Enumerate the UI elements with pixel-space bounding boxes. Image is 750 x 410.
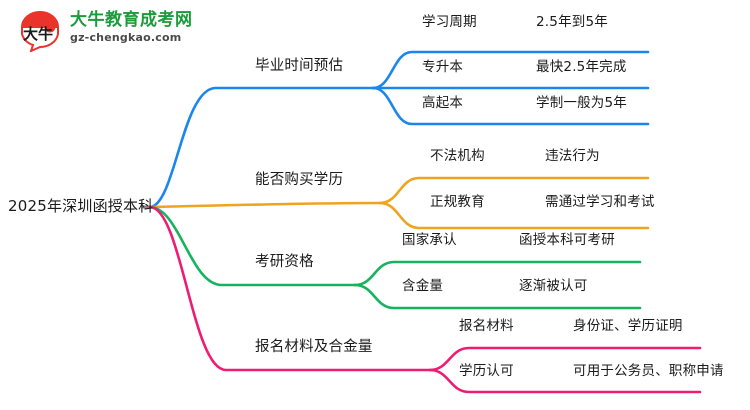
leaf-key-0-2[interactable]: 高起本	[422, 95, 464, 111]
leaf-key-2-0[interactable]: 国家承认	[402, 232, 457, 248]
site-logo: 大牛 大牛教育成考网 gz-chengkao.com	[18, 8, 238, 56]
leaf-value-2-1[interactable]: 逐渐被认可	[519, 278, 588, 294]
logo-wordmark: 大牛教育成考网 gz-chengkao.com	[70, 9, 240, 45]
branch-label-0[interactable]: 毕业时间预估	[255, 58, 344, 74]
leaf-value-3-1[interactable]: 可用于公务员、职称申请	[573, 363, 724, 379]
leaf-value-2-0[interactable]: 函授本科可考研	[519, 232, 615, 248]
leaf-value-0-1[interactable]: 最快2.5年完成	[536, 59, 627, 75]
leaf-value-0-0[interactable]: 2.5年到5年	[536, 14, 608, 30]
branch-label-1[interactable]: 能否购买学历	[255, 172, 344, 188]
branch-label-3[interactable]: 报名材料及合金量	[255, 339, 373, 355]
leaf-value-1-0[interactable]: 违法行为	[545, 148, 600, 164]
leaf-value-1-1[interactable]: 需通过学习和考试	[545, 194, 655, 210]
svg-text:大牛: 大牛	[23, 25, 53, 43]
logo-title: 大牛教育成考网	[70, 10, 193, 30]
leaf-key-1-0[interactable]: 不法机构	[430, 148, 485, 164]
leaf-value-0-2[interactable]: 学制一般为5年	[536, 95, 627, 111]
branch-label-2[interactable]: 考研资格	[255, 254, 314, 270]
root-node-label[interactable]: 2025年深圳函授本科	[8, 197, 154, 215]
leaf-key-0-0[interactable]: 学习周期	[422, 14, 477, 30]
leaf-key-3-0[interactable]: 报名材料	[459, 318, 514, 334]
leaf-key-3-1[interactable]: 学历认可	[459, 363, 514, 379]
leaf-value-3-0[interactable]: 身份证、学历证明	[573, 318, 683, 334]
logo-mark-icon: 大牛	[18, 10, 62, 53]
leaf-key-2-1[interactable]: 含金量	[402, 278, 444, 294]
logo-domain: gz-chengkao.com	[70, 31, 182, 44]
leaf-key-0-1[interactable]: 专升本	[422, 59, 464, 75]
leaf-key-1-1[interactable]: 正规教育	[430, 194, 485, 210]
